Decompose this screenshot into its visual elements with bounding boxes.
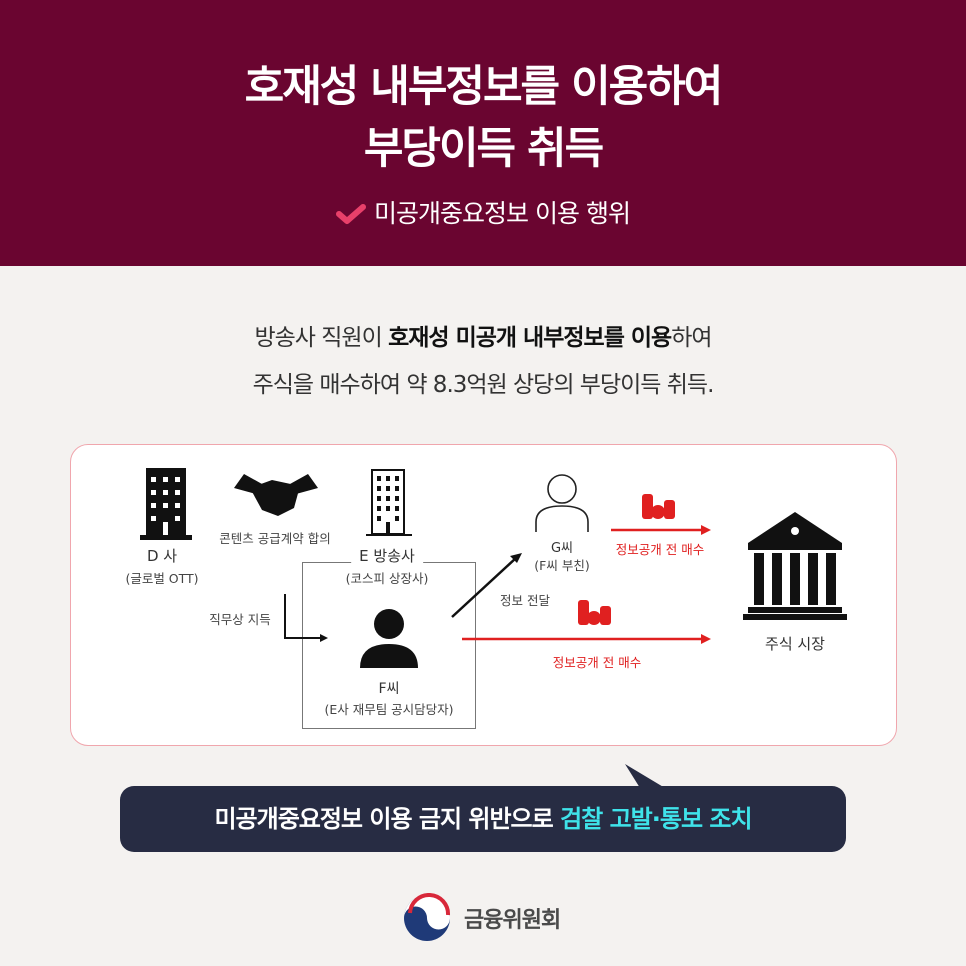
acquired-label: 직무상 지득 — [209, 612, 271, 627]
transfer-arrow — [451, 557, 517, 618]
callout-text: 미공개중요정보 이용 금지 위반으로 — [214, 805, 561, 833]
intro-text: 방송사 직원이 — [254, 325, 389, 351]
person-f-desc: (E사 재무팀 공시담당자) — [324, 702, 454, 717]
person-f-icon — [360, 609, 418, 668]
handshake-icon — [234, 474, 318, 516]
callout-banner: 미공개중요정보 이용 금지 위반으로 검찰 고발·통보 조치 — [120, 786, 846, 852]
acquire-arrow — [284, 594, 322, 639]
market-label: 주식 시장 — [765, 635, 825, 653]
intro-bold: 호재성 미공개 내부정보를 이용 — [388, 325, 672, 351]
buy-bottom-label: 정보공개 전 매수 — [552, 655, 642, 670]
stock-market-icon — [743, 512, 847, 620]
person-g-name: G씨 — [550, 541, 574, 556]
title-line-2: 부당이득 취득 — [363, 124, 604, 174]
title-line-1: 호재성 내부정보를 이용하여 — [244, 62, 724, 112]
header — [0, 0, 966, 266]
subtitle-text: 미공개중요정보 이용 행위 — [374, 199, 631, 228]
buy-top-label: 정보공개 전 매수 — [615, 542, 705, 557]
intro-text: 하여 — [671, 325, 712, 351]
transfer-label: 정보 전달 — [500, 593, 550, 608]
company-e-name: E 방송사 — [351, 545, 423, 566]
subtitle: 미공개중요정보 이용 행위 — [0, 194, 966, 230]
company-d-name: D 사 — [146, 547, 178, 565]
building-d-icon — [140, 468, 192, 540]
org-name: 금융위원회 — [464, 908, 561, 933]
person-g-icon — [535, 474, 589, 532]
footer-logo: 금융위원회 — [402, 893, 561, 943]
person-f-name: F씨 — [378, 681, 400, 697]
intro-line-1: 방송사 직원이 호재성 미공개 내부정보를 이용하여 — [0, 318, 966, 352]
company-d-desc: (글로벌 OTT) — [125, 571, 199, 586]
company-e-desc: (코스피 상장사) — [345, 571, 429, 586]
taegeuk-logo-icon — [404, 893, 451, 941]
building-e-icon — [366, 469, 412, 536]
intro-line-2: 주식을 매수하여 약 8.3억원 상당의 부당이득 취득. — [252, 372, 715, 398]
check-icon — [336, 204, 367, 224]
coins-icon — [578, 494, 675, 625]
person-g-desc: (F씨 부친) — [534, 558, 590, 573]
callout-tail — [625, 764, 665, 788]
callout-highlight: 검찰 고발·통보 조치 — [560, 805, 752, 833]
agreement-label: 콘텐츠 공급계약 합의 — [219, 531, 331, 546]
